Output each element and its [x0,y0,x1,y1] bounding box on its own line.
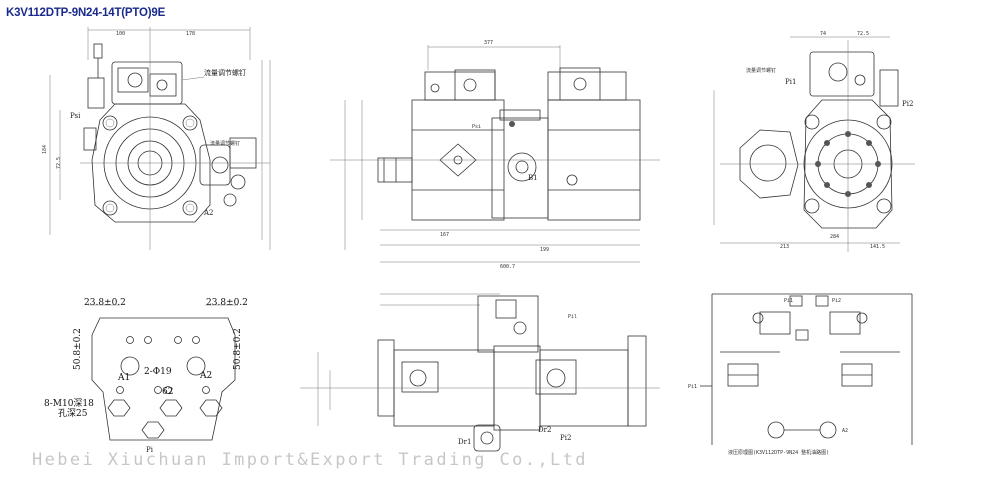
dim-b-bottom1: 167 [440,232,449,238]
dim-a-left2: 72.5 [56,157,62,169]
port-pi1: Pi1 [785,78,796,86]
pump-rear-view: 74 72.5 Pi1 Pi2 流量调节螺钉 213 284 141.5 [713,31,915,252]
dim-d-holes: 2-Φ19 [144,367,172,377]
dim-c-top1: 74 [820,31,826,37]
port-psi2: Psi [472,124,481,130]
port-pi2: Pi2 [902,100,913,108]
dim-d-v-left: 50.8±0.2 [73,328,83,370]
port-a1: A1 [117,373,130,383]
port-b1: B1 [528,174,538,182]
port-mr: Pil [568,314,577,320]
port-pi: Pi [146,446,154,454]
port-dr2: Dr2 [538,426,551,434]
dim-a-top1: 100 [116,31,125,37]
dim-a-left1: 184 [42,145,48,154]
dim-d-note2: 孔深25 [58,408,88,419]
port-psi: Psi [70,112,81,120]
sch-caption: 液压原理图(K3V112DTP-9N24 整机油路图) [728,449,829,456]
dim-a-top2: 178 [186,31,195,37]
dim-c-top2: 72.5 [857,31,869,37]
sch-pi2: Pi2 [832,298,841,304]
hydraulic-schematic: Pi1 Pi2 Pi1 A2 液压原理图(K3V112DTP-9N24 整机油路… [688,293,913,456]
pump-top-view: Pil Dr1 Dr2 Pi2 [300,293,660,452]
dim-d-v-right: 50.8±0.2 [233,328,243,370]
dim-c-bottom3: 141.5 [870,244,885,250]
sch-a2: A2 [842,428,848,434]
sch-pi1: Pi1 [688,384,697,390]
watermark-text: Hebei Xiuchuan Import&Export Trading Co.… [32,450,588,470]
dim-b-total: 600.7 [500,264,515,270]
port-a2: A2 [199,371,212,381]
dim-d-mid: 62 [162,387,173,397]
sch-pil: Pi1 [784,298,793,304]
dim-c-bottom1: 213 [780,244,789,250]
flow-adjust-callout: 流量调节螺钉 [204,68,246,77]
port-flange-view: 23.8±0.2 23.8±0.2 A1 A2 2-Φ19 62 50.8±0.… [44,298,248,454]
pump-side-view: 377 B1 Psi 167 [330,40,660,270]
dim-d-note1: 8-M10深18 [44,398,94,409]
dim-d-right: 23.8±0.2 [206,298,248,308]
pump-front-view-left: 100 178 184 72.5 流量调节螺钉 [42,27,271,250]
dim-b-bottom2: 199 [540,247,549,253]
adj-note: 流量调节螺钉 [210,140,240,147]
flow-adjust-callout-right: 流量调节螺钉 [746,67,776,74]
dim-d-left: 23.8±0.2 [84,298,126,308]
port-dr1: Dr1 [458,438,471,446]
page-title: K3V112DTP-9N24-14T(PTO)9E [6,7,166,19]
dim-c-bottom2: 284 [830,234,839,240]
port-a2-front: A2 [203,209,214,217]
dim-b-top: 377 [484,40,493,46]
port-pi2b: Pi2 [560,434,571,442]
